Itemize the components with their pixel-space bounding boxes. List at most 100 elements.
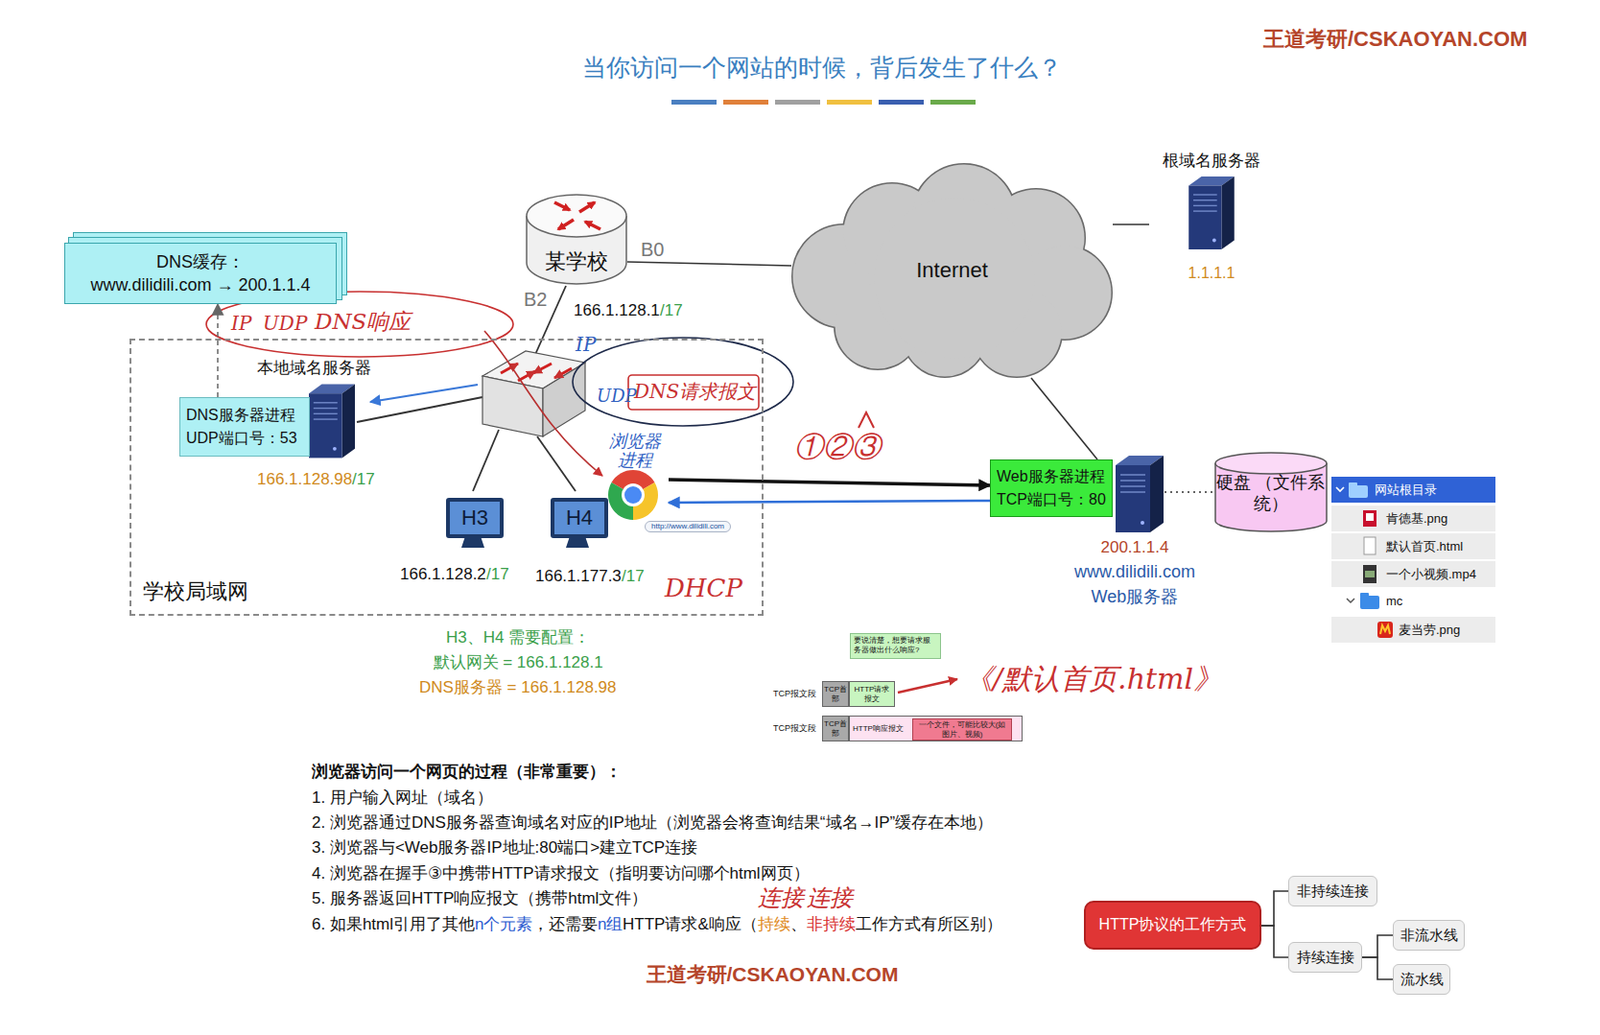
color-bar: [723, 99, 769, 105]
handwritten-note: DNS响应: [314, 308, 411, 336]
port-name: B2: [523, 287, 547, 311]
router-arrow: [554, 202, 570, 211]
server-icon: [1188, 176, 1235, 250]
server-icon: [308, 384, 355, 459]
port-name: B0: [640, 237, 664, 261]
cloud-shape: [874, 198, 1036, 359]
connector: [668, 479, 990, 486]
prefix-length: /17: [659, 301, 683, 321]
header-cell: TCP首部: [822, 681, 849, 707]
step-text: 持续: [757, 915, 791, 935]
node-text: HTTP协议的工作方式: [1099, 915, 1248, 936]
handwritten-note: 连接: [757, 884, 804, 913]
page-title: 当你访问一个网站的时候，背后发生了什么？: [582, 52, 1062, 82]
connector: [1031, 377, 1098, 460]
node-text: HTTP响应报文: [852, 724, 904, 734]
wire: [472, 429, 499, 492]
node-text: 某学校: [525, 247, 628, 277]
step-text: 2. 浏览器通过DNS服务器查询域名对应的IP地址（浏览器会将查询结果“域名→I…: [311, 813, 993, 833]
payload-cell: HTTP请求报文: [848, 681, 895, 707]
handwritten-mark: [628, 375, 759, 410]
prefix-length: /17: [352, 470, 376, 490]
config-note: 默认网关 = 166.1.128.1: [433, 653, 604, 673]
server-icon: [308, 176, 1235, 533]
host-monitor: H4: [550, 497, 609, 539]
node-text: 浏览器 进程: [601, 431, 669, 471]
node-text: 非流水线: [1400, 926, 1459, 945]
node-text: TCP首部: [823, 719, 848, 738]
connector: [627, 261, 792, 266]
file-icon: [1365, 513, 1374, 521]
domain-name: www.dilidili.com: [1074, 562, 1196, 584]
disk-shape: [1215, 463, 1327, 532]
step-text: n个元素: [474, 915, 533, 935]
connector: [1362, 935, 1393, 958]
router-icon: 某学校: [525, 191, 628, 286]
node-text: 网站根目录: [1374, 476, 1437, 503]
dotted-link: [1164, 492, 1213, 494]
payload-cell: HTTP响应报文 一个文件，可能比较大(如图片、视频): [848, 715, 1023, 742]
file-icon: [1364, 570, 1375, 578]
file-icon: [1360, 533, 1380, 560]
file-icon: [1360, 505, 1380, 532]
node-text: 一个文件，可能比较大(如图片、视频): [916, 720, 1009, 739]
handwritten-mark: [484, 330, 603, 476]
mindmap-box: 非流水线: [1392, 919, 1465, 951]
connector: [1362, 957, 1393, 980]
config-note: DNS服务器 = 166.1.128.98: [419, 678, 617, 698]
handwritten-note: 《/默认首页.html》: [964, 661, 1223, 697]
handwritten-note: DHCP: [664, 573, 743, 604]
color-bar: [826, 99, 872, 105]
browser-icon: [621, 483, 645, 507]
browser-icon: [608, 470, 659, 520]
router-arrow: [579, 202, 595, 212]
step-text: 3. 浏览器与<Web服务器IP地址:80端口>建立TCP连接: [311, 838, 698, 858]
steps-heading: 浏览器访问一个网页的过程（非常重要）：: [311, 762, 622, 782]
connector: [1261, 925, 1289, 958]
handwritten-note: IP: [231, 311, 252, 335]
node-text: 要说清楚，想要请求服务器做出什么响应?: [853, 635, 938, 655]
browser-icon: [624, 486, 642, 504]
file-row: 一个小视频.mp4: [1331, 561, 1496, 589]
color-bar: [671, 99, 717, 105]
server-node: 根域名服务器1.1.1.1: [1149, 149, 1274, 283]
segment-label: TCP报文段: [773, 723, 817, 734]
ip-address: 166.1.128.98: [257, 470, 353, 490]
signal-arrow: [370, 384, 478, 402]
mindmap-box: 流水线: [1392, 964, 1451, 995]
folder-icon: [1346, 598, 1355, 603]
node-text: Internet: [916, 258, 989, 283]
folder-icon: [1360, 592, 1369, 598]
folder-icon: [1331, 476, 1375, 504]
handwritten-mark: [897, 679, 958, 693]
cache-box: DNS缓存：www.dilidili.com → 200.1.1.4: [64, 242, 337, 305]
node-text: Web服务器进程 TCP端口号：80: [996, 465, 1106, 512]
folder-icon: [1346, 592, 1380, 610]
connector: [216, 304, 219, 398]
mindmap-root: HTTP协议的工作方式: [1083, 900, 1262, 950]
file-row: 网站根目录: [1331, 476, 1496, 504]
callout-number: ①②③: [794, 429, 881, 465]
config-note: H3、H4 需要配置：: [446, 628, 590, 648]
node-text: 一个小视频.mp4: [1386, 561, 1477, 588]
step-text: 工作方式有所区别）: [855, 915, 1003, 935]
folder-icon: [1348, 482, 1358, 488]
mindmap-box: 持续连接: [1288, 941, 1363, 973]
node-text: H4: [565, 505, 593, 531]
file-row: 默认首页.html: [1331, 533, 1496, 561]
step-text: 5. 服务器返回HTTP响应报文（携带html文件）: [311, 889, 648, 909]
file-icon: [1363, 510, 1377, 527]
folder-icon: [1336, 487, 1344, 492]
step-text: 非持续: [806, 915, 856, 935]
node-text: 非持续连接: [1296, 882, 1369, 901]
node-text: DNS缓存：: [156, 250, 245, 274]
ip-address: 166.1.128.1: [573, 301, 660, 321]
file-icon: [1380, 625, 1390, 635]
folder-name: mc: [1386, 593, 1403, 610]
color-bar: [671, 99, 976, 105]
node-text: 学校局域网: [142, 577, 249, 607]
handwritten-note: 连接: [806, 884, 853, 913]
node-text: TCP首部: [823, 684, 848, 704]
node-text: 肯德基.png: [1386, 505, 1448, 532]
process-box: DNS服务器进程 UDP端口号：53: [179, 397, 310, 457]
